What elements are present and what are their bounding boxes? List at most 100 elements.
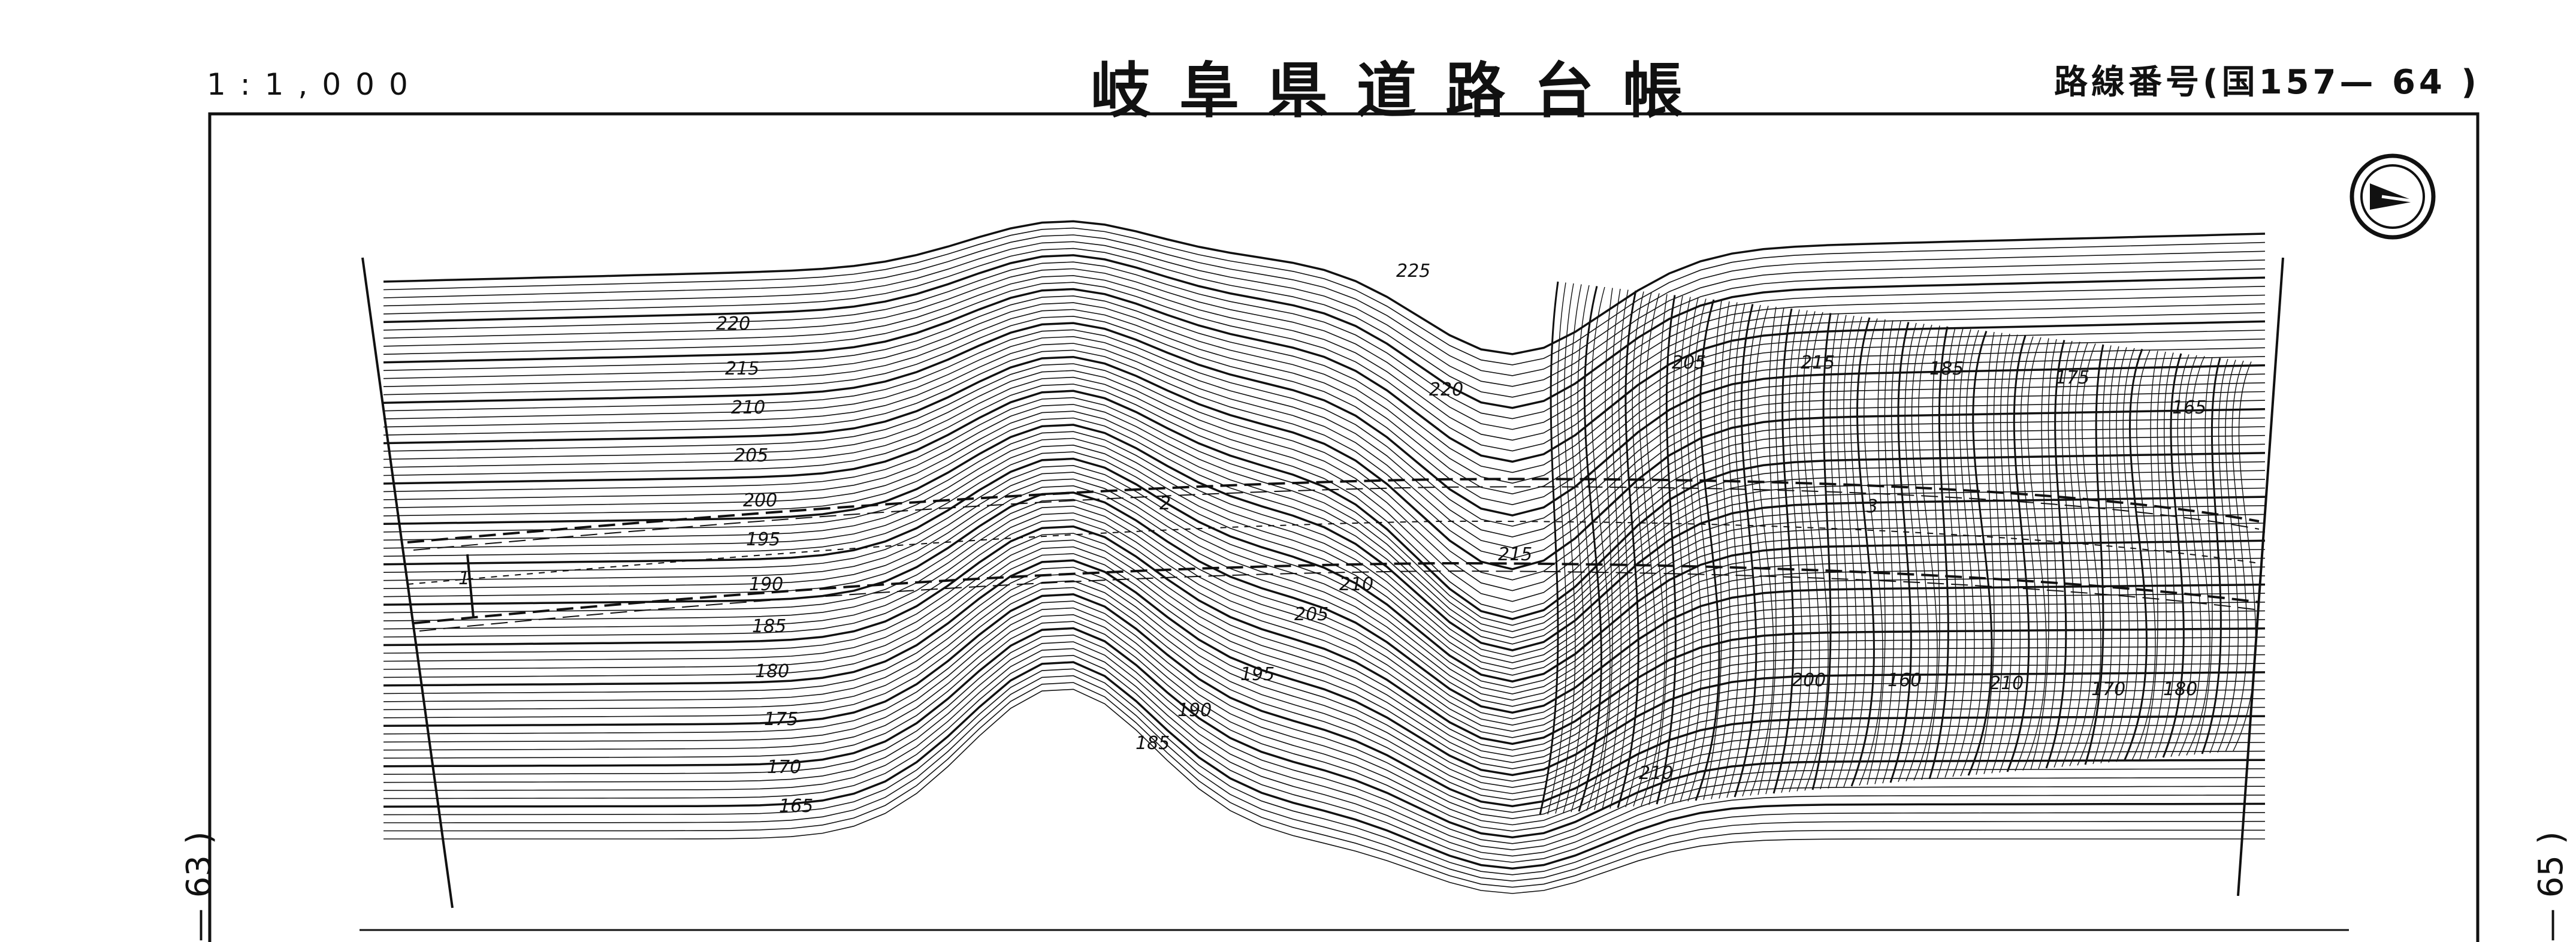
contour-line bbox=[383, 654, 2266, 863]
contour-line bbox=[2194, 357, 2213, 755]
contour-line bbox=[383, 668, 2265, 875]
contour-line bbox=[2162, 353, 2185, 758]
contour-line bbox=[383, 675, 2266, 882]
contour-line bbox=[1703, 300, 1722, 800]
contour-line bbox=[1757, 306, 1777, 795]
contour-line bbox=[1952, 329, 1975, 777]
contour-label: 175 bbox=[764, 709, 798, 730]
contour-line bbox=[1609, 289, 1630, 809]
contour-line bbox=[1921, 325, 1940, 780]
contour-line bbox=[383, 682, 2265, 888]
contour-line bbox=[1602, 288, 1622, 810]
contour-line bbox=[1648, 294, 1668, 805]
contour-line bbox=[383, 573, 2266, 788]
contour-label: 165 bbox=[779, 796, 813, 817]
contour-line bbox=[1843, 316, 1866, 787]
contour-line bbox=[2225, 360, 2248, 752]
contour-line bbox=[1967, 330, 1993, 776]
contour-label: 200 bbox=[1792, 670, 1826, 691]
contour-line bbox=[2006, 335, 2030, 772]
contour-line bbox=[383, 485, 2266, 707]
contour-line bbox=[383, 464, 2266, 689]
contour-label: 180 bbox=[2163, 679, 2197, 700]
contour-line bbox=[383, 627, 2266, 839]
contour-line bbox=[2069, 342, 2093, 766]
contour-line bbox=[383, 641, 2266, 851]
contour-line bbox=[383, 499, 2266, 720]
contour-line bbox=[2217, 360, 2239, 753]
contour-label: 210 bbox=[1639, 763, 1673, 784]
contour-line bbox=[383, 349, 2266, 559]
contour-line bbox=[383, 288, 2266, 463]
contour-label: 185 bbox=[1136, 733, 1170, 754]
contour-label: 205 bbox=[1294, 604, 1328, 625]
contour-line bbox=[1796, 311, 1820, 792]
contour-line bbox=[1898, 322, 1920, 783]
contour-line bbox=[1811, 313, 1832, 790]
contour-line bbox=[383, 478, 2266, 701]
contour-line bbox=[1555, 283, 1576, 814]
contour-line bbox=[2201, 358, 2222, 754]
contour-line bbox=[2061, 342, 2084, 767]
contour-label: 185 bbox=[752, 616, 786, 637]
contour-line bbox=[2170, 354, 2193, 757]
contour-label: 215 bbox=[1801, 352, 1835, 373]
contour-line bbox=[2053, 340, 2075, 768]
contour-line bbox=[383, 539, 2266, 757]
contour-line bbox=[383, 241, 2266, 387]
contour-line bbox=[2147, 351, 2167, 759]
contour-label: 225 bbox=[1396, 261, 1430, 282]
contour-label: 170 bbox=[2091, 679, 2125, 700]
contour-line bbox=[383, 424, 2266, 652]
contour-line bbox=[2015, 336, 2039, 772]
road bbox=[407, 478, 2260, 632]
contour-line bbox=[1734, 304, 1757, 798]
contour-line bbox=[1874, 320, 1895, 784]
contour-line bbox=[1859, 318, 1883, 786]
contour-line bbox=[1672, 297, 1694, 803]
contour-label: 200 bbox=[743, 490, 777, 511]
contour-label: 210 bbox=[1989, 673, 2024, 694]
contour-line bbox=[383, 634, 2266, 844]
contour-line bbox=[1820, 313, 1840, 789]
contour-line bbox=[383, 384, 2266, 613]
sheet-cut-lines bbox=[361, 257, 2284, 908]
contour-label: 215 bbox=[1498, 544, 1532, 565]
contour-line bbox=[383, 491, 2266, 714]
contour-line bbox=[383, 451, 2266, 676]
contour-line bbox=[383, 220, 2266, 355]
contour-line bbox=[383, 247, 2266, 398]
contour-line bbox=[1641, 293, 1665, 806]
contour-line bbox=[1944, 328, 1966, 778]
contour-line bbox=[1928, 326, 1949, 780]
contour-label: 195 bbox=[746, 529, 780, 550]
contour-line bbox=[383, 397, 2266, 626]
contour-line bbox=[1772, 308, 1795, 794]
contour-line bbox=[383, 512, 2266, 732]
contour-line bbox=[383, 559, 2266, 777]
contour-label: 215 bbox=[725, 358, 759, 379]
contour-line bbox=[383, 553, 2266, 769]
contour-line bbox=[2178, 355, 2202, 756]
contour-line bbox=[383, 661, 2266, 870]
contour-line bbox=[383, 621, 2266, 832]
contour-line bbox=[1765, 307, 1786, 795]
contour-line bbox=[2186, 356, 2210, 756]
contour-line bbox=[383, 376, 2266, 602]
contour-line bbox=[2123, 348, 2148, 762]
contour-line bbox=[383, 404, 2266, 632]
contour-line bbox=[2233, 361, 2257, 751]
contour-line bbox=[1586, 286, 1611, 811]
north-arrow-icon bbox=[2349, 153, 2436, 240]
contour-line bbox=[1976, 331, 1995, 775]
contour-line bbox=[2084, 344, 2104, 765]
contour-line bbox=[383, 614, 2266, 826]
contour-line bbox=[383, 322, 2266, 517]
contour-line bbox=[2108, 347, 2130, 763]
contour-lines bbox=[383, 220, 2266, 894]
contour-line bbox=[383, 505, 2266, 726]
contour-label: 220 bbox=[1429, 379, 1463, 400]
contour-line bbox=[2139, 351, 2158, 760]
contour-line bbox=[1983, 333, 2004, 774]
